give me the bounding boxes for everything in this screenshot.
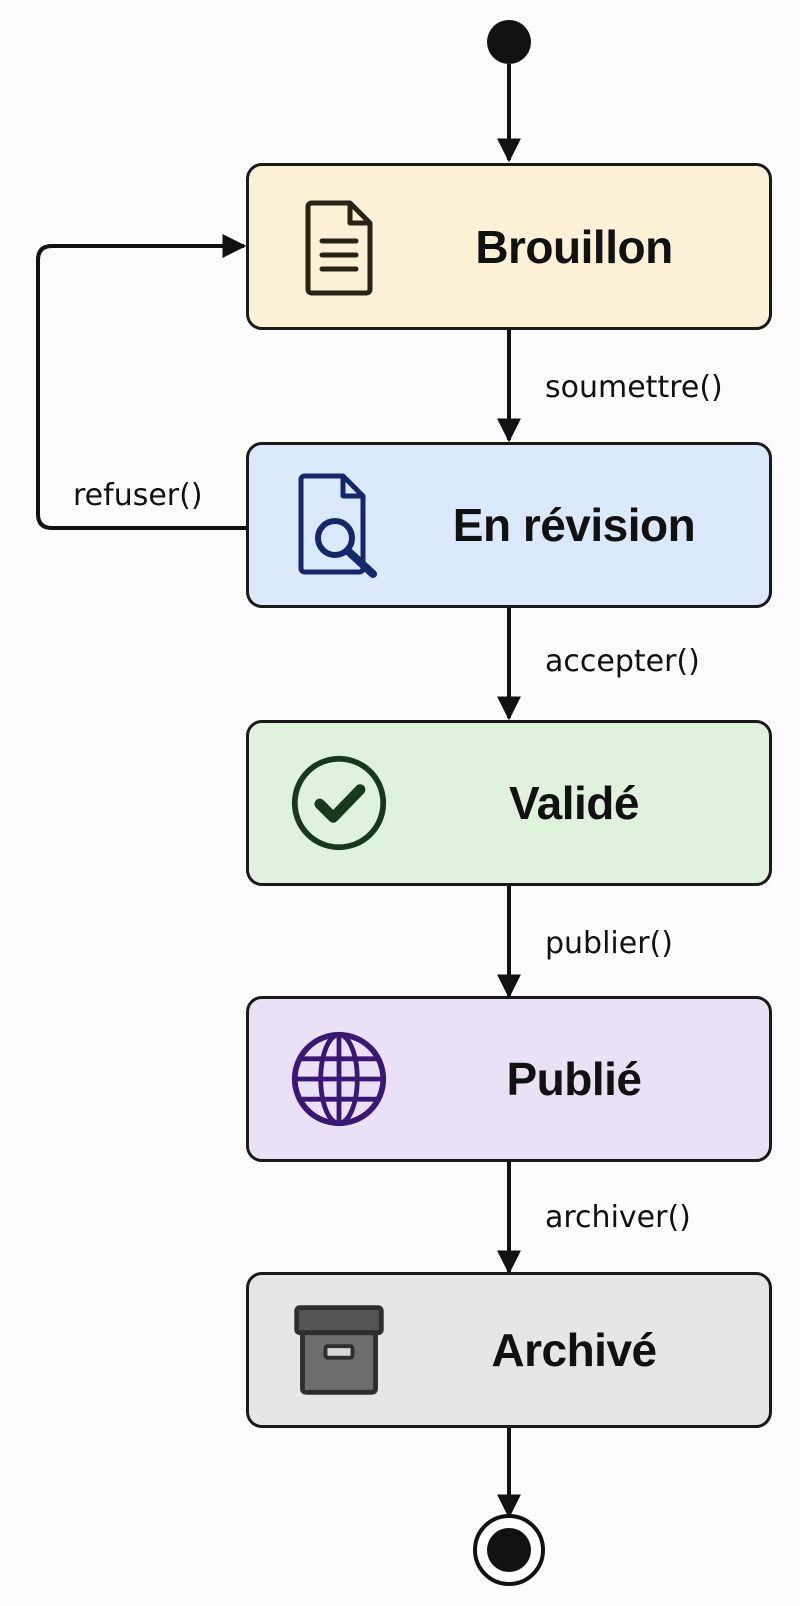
state-en-revision: En révision	[246, 442, 772, 608]
state-label: Publié	[506, 1053, 642, 1105]
state-label: En révision	[452, 499, 696, 551]
transition-label-publier: publier()	[545, 926, 673, 961]
state-brouillon: Brouillon	[246, 163, 772, 330]
transition-label-soumettre: soumettre()	[545, 370, 723, 405]
archive-box-icon	[289, 1300, 389, 1400]
state-label: Archivé	[491, 1324, 657, 1376]
transition-label-accepter: accepter()	[545, 644, 700, 679]
document-search-icon	[289, 473, 389, 578]
state-valide: Validé	[246, 720, 772, 886]
document-icon	[289, 197, 389, 297]
check-circle-icon	[289, 753, 389, 853]
arrow-refuser	[36, 234, 247, 530]
transition-label-archiver: archiver()	[545, 1200, 691, 1235]
initial-node	[487, 20, 531, 64]
state-label: Validé	[509, 777, 639, 829]
transition-label-refuser: refuser()	[73, 478, 203, 513]
state-archive: Archivé	[246, 1272, 772, 1428]
state-label: Brouillon	[475, 220, 673, 273]
state-publie: Publié	[246, 996, 772, 1162]
globe-icon	[289, 1029, 389, 1129]
final-node-dot	[487, 1528, 531, 1572]
